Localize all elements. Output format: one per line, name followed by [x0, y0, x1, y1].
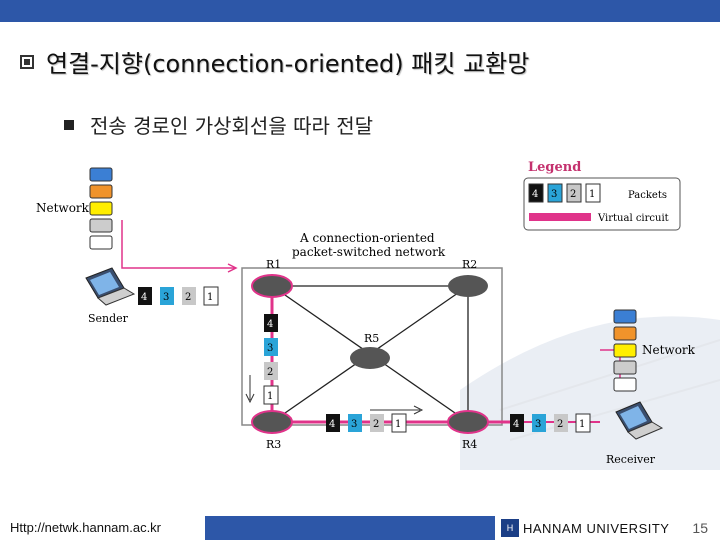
router-r2: R2	[448, 258, 488, 297]
vertical-packet-3: 3	[267, 343, 273, 354]
legend-packet-3: 3	[551, 189, 557, 200]
legend-vc-label: Virtual circuit	[597, 213, 669, 224]
receiver-laptop-icon	[615, 401, 664, 440]
title-row: 연결-지향(connection-oriented) 패킷 교환망	[20, 44, 529, 79]
left-network-label: Network	[36, 201, 90, 215]
top-header-bar	[0, 0, 720, 22]
legend-packet-4: 4	[532, 189, 538, 200]
page-number: 15	[692, 520, 708, 536]
vertical-packets: 4 3 2 1	[263, 314, 279, 405]
left-network-stack	[89, 167, 113, 250]
title-bullet-icon	[20, 54, 34, 69]
r3r4-packet-4: 4	[329, 419, 335, 430]
legend-virtual-circuit-swatch	[529, 213, 591, 221]
right-network-label: Network	[642, 343, 696, 357]
vertical-packet-1: 1	[267, 391, 273, 402]
sender-packet-2: 2	[185, 292, 191, 303]
sender-packet-1: 1	[207, 292, 213, 303]
slide-subtitle: 전송 경로인 가상회선을 따라 전달	[90, 114, 374, 138]
footer-url[interactable]: Http://netwk.hannam.ac.kr	[0, 516, 205, 540]
right-network-stack	[613, 309, 637, 392]
subtitle-bullet-icon	[64, 119, 74, 130]
legend-title: Legend	[528, 160, 581, 175]
sender-laptop-icon	[85, 267, 136, 306]
network-diagram: Network Legend 4 3 2 1 Packets Virtual c…	[36, 160, 720, 470]
r4-packet-4: 4	[513, 419, 519, 430]
router-r3: R3	[251, 410, 293, 451]
network-title-line1: A connection-oriented	[299, 231, 435, 245]
r4-packet-1: 1	[579, 419, 585, 430]
vertical-packet-4: 4	[267, 319, 273, 330]
router-label-r3: R3	[266, 438, 281, 451]
router-r1: R1	[251, 258, 293, 298]
network-title-line2: packet-switched network	[292, 245, 446, 259]
legend-box: 4 3 2 1 Packets Virtual circuit	[523, 177, 681, 231]
subtitle-row: 전송 경로인 가상회선을 따라 전달	[64, 110, 373, 139]
university-name: HANNAM UNIVERSITY	[523, 520, 670, 536]
router-label-r2: R2	[462, 258, 477, 271]
legend-packet-1: 1	[589, 189, 595, 200]
university-logo-icon: H	[501, 519, 519, 537]
router-label-r5: R5	[364, 332, 379, 345]
vertical-packet-2: 2	[267, 367, 273, 378]
background-graphic	[460, 316, 720, 470]
router-label-r1: R1	[266, 258, 281, 271]
sender-packet-3: 3	[163, 292, 169, 303]
r3r4-packet-1: 1	[395, 419, 401, 430]
r3-r4-packets: 4 3 2 1	[326, 413, 407, 433]
sender-label: Sender	[88, 312, 129, 325]
r3r4-packet-2: 2	[373, 419, 379, 430]
router-r4: R4	[447, 410, 489, 451]
r4-packet-3: 3	[535, 419, 541, 430]
legend-packet-2: 2	[570, 189, 576, 200]
footer-right: H HANNAM UNIVERSITY 15	[495, 516, 720, 540]
r4-receiver-packets: 4 3 2 1	[510, 413, 591, 433]
slide-title: 연결-지향(connection-oriented) 패킷 교환망	[46, 50, 530, 78]
r3r4-packet-3: 3	[351, 419, 357, 430]
legend-packets-label: Packets	[628, 190, 667, 201]
receiver-label: Receiver	[606, 453, 656, 466]
router-r5: R5	[350, 332, 390, 369]
router-label-r4: R4	[462, 438, 477, 451]
sender-packets: 4 3 2 1	[138, 286, 219, 306]
r4-packet-2: 2	[557, 419, 563, 430]
sender-packet-4: 4	[141, 292, 147, 303]
